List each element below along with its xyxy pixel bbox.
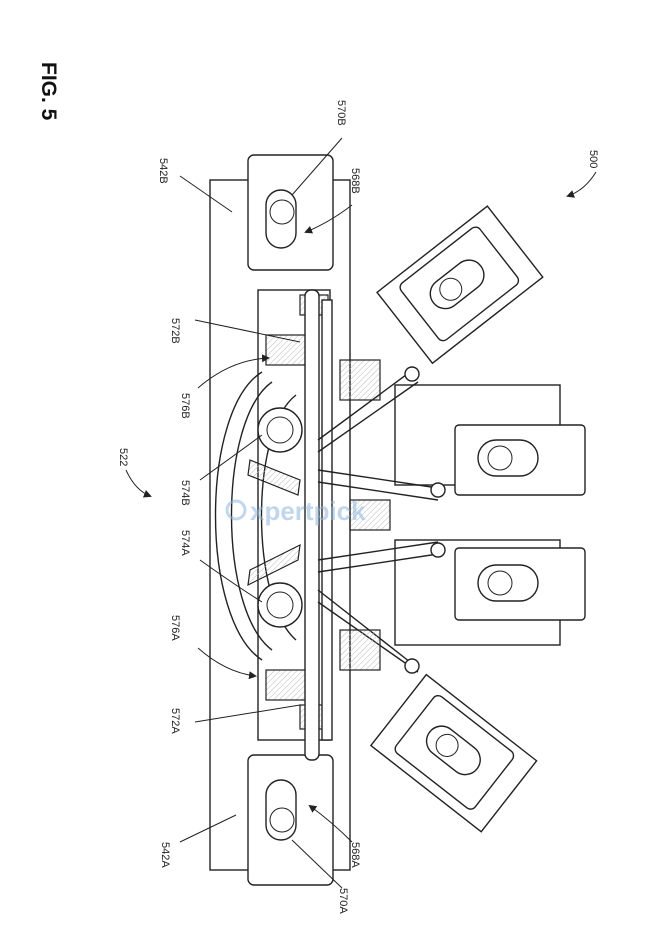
reference-labels: 500 522 542B 570B 568B 572B 576B 574B 57… (117, 100, 599, 914)
label-576B: 576B (179, 393, 191, 419)
pulleys (247, 407, 303, 628)
label-568B: 568B (349, 168, 361, 194)
clamp-block-a (247, 669, 334, 886)
rails (304, 289, 333, 761)
label-570A: 570A (337, 888, 349, 914)
label-574B: 574B (179, 480, 191, 506)
label-572B: 572B (169, 318, 181, 344)
label-568A: 568A (349, 842, 361, 868)
label-542B: 542B (157, 158, 169, 184)
label-570B: 570B (335, 100, 347, 126)
linkage-arms (317, 359, 446, 674)
label-522: 522 (117, 448, 129, 466)
label-572A: 572A (169, 708, 181, 734)
label-500: 500 (587, 150, 599, 168)
label-542A: 542A (159, 842, 171, 868)
watermark-logo-icon (225, 499, 247, 521)
label-576A: 576A (169, 615, 181, 641)
watermark: xpertpick (250, 496, 366, 526)
figure-title: FIG. 5 (37, 62, 60, 121)
leader-lines (125, 137, 597, 889)
label-574A: 574A (179, 530, 191, 556)
clamp-block-b (247, 154, 334, 366)
radial-modules (369, 205, 586, 833)
